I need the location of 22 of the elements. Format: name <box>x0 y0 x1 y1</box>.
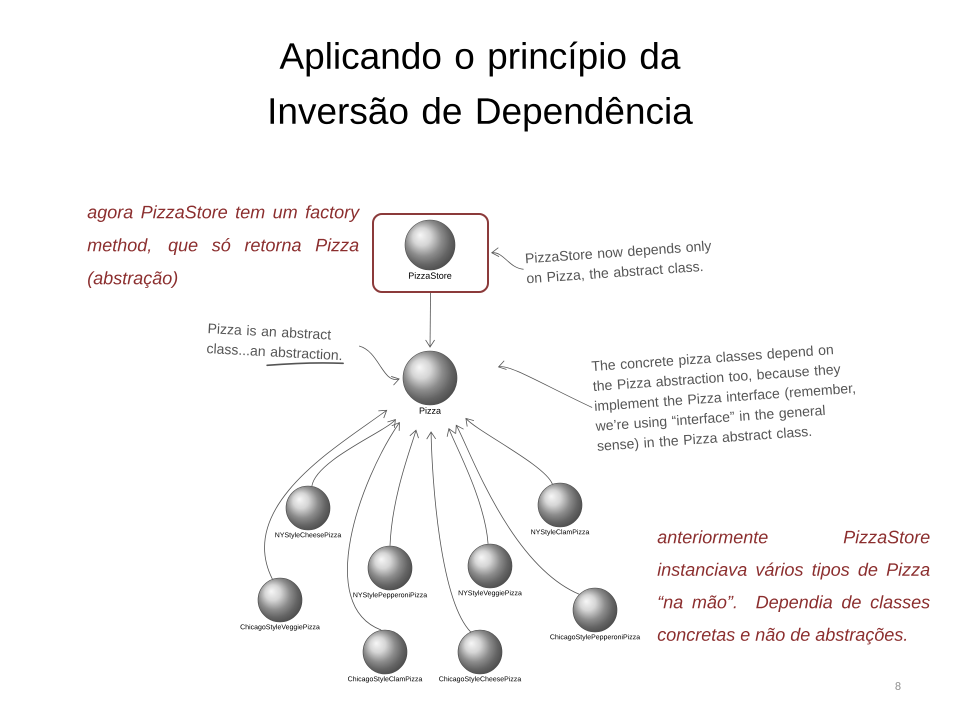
arrow <box>425 292 435 348</box>
arrow <box>358 346 400 386</box>
arrow <box>347 422 400 630</box>
arrow <box>491 247 524 270</box>
handwritten-note: PizzaStore now depends only on Pizza, the abstract class. <box>526 240 712 284</box>
arrow <box>455 424 580 595</box>
page-number: 8 <box>895 682 901 690</box>
arrow <box>446 428 488 544</box>
annotation-text: anteriormente PizzaStore instanciava vários tipos de Pizza “na mão”. Dependia de classes concretas e não de abstrações. <box>658 530 930 644</box>
arrow <box>264 410 388 580</box>
handwritten-note: The concrete pizza classes depend on the Pizza abstraction too, because they implement the Pizza interface (remember, we’re using “interface” in the general sense) in the Pizza abstract class. <box>591 346 855 452</box>
arrow <box>426 431 471 632</box>
class-label: PizzaStore <box>408 272 452 279</box>
class-label: Pizza <box>420 407 441 414</box>
highlight-box <box>372 213 489 293</box>
handwritten-note: Pizza is an abstract class...an abstraction. <box>207 324 342 360</box>
arrow <box>390 429 419 546</box>
arrow <box>498 360 593 408</box>
arrow <box>311 418 396 486</box>
annotation-text: agora PizzaStore tem um factory method, que só retorna Pizza (abstração) <box>88 205 360 288</box>
slide-title: Aplicando o princípio da Inversão de Dependência <box>270 42 693 132</box>
arrow <box>465 418 553 484</box>
